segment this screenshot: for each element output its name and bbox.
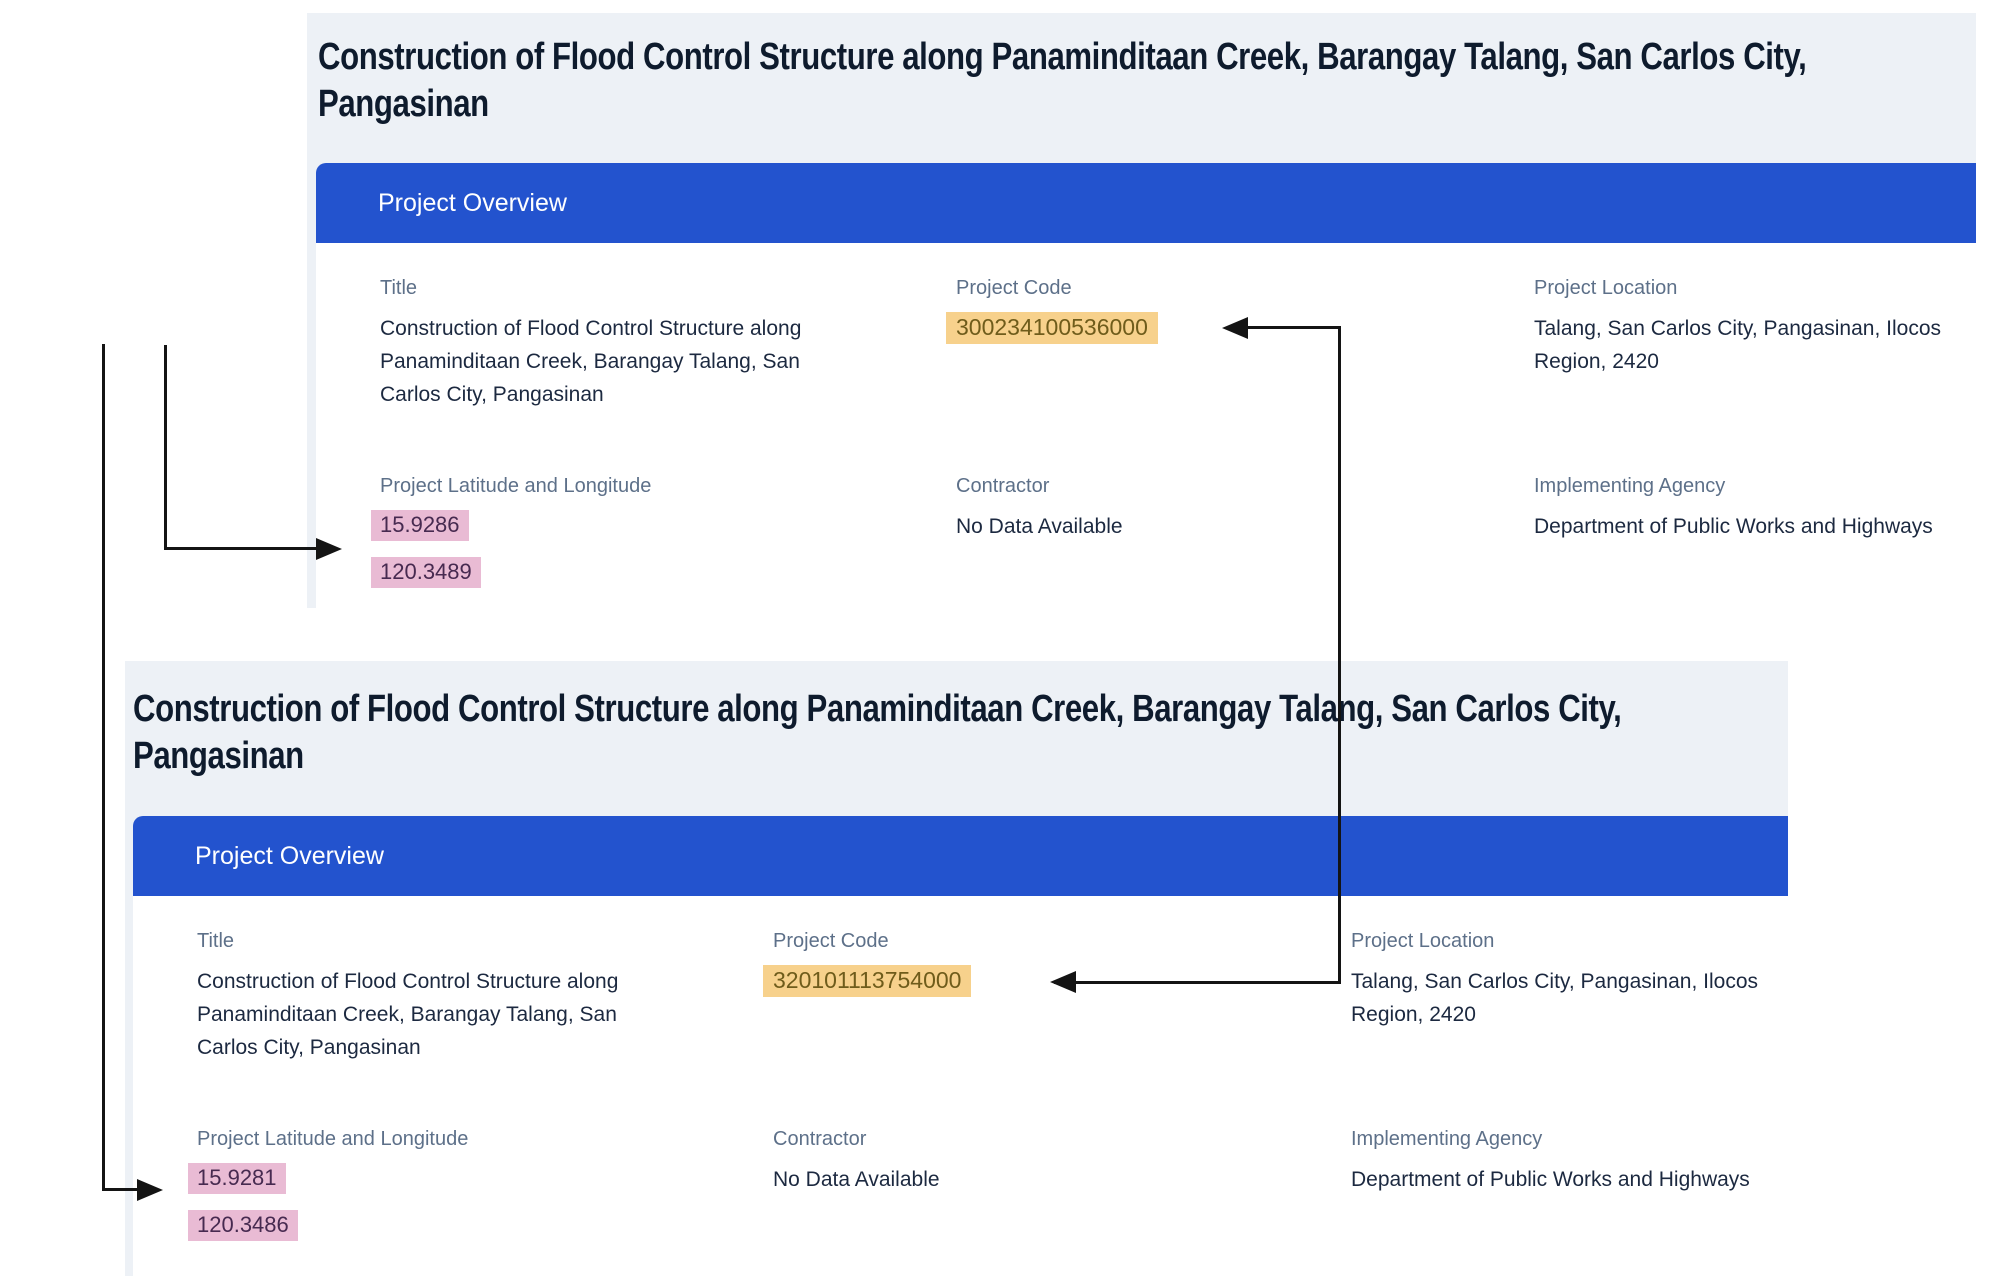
- arrowhead-left-icon: [1222, 317, 1248, 339]
- field-lat-long: Project Latitude and Longitude 15.9281 1…: [188, 1127, 773, 1257]
- longitude-row: 120.3489: [371, 557, 956, 588]
- project-title-heading: Construction of Flood Control Structure …: [318, 34, 1807, 128]
- longitude-row: 120.3486: [188, 1210, 773, 1241]
- card-header-title: Project Overview: [195, 841, 384, 870]
- field-label: Project Location: [1351, 930, 1495, 952]
- field-project-code: Project Code 300234100536000: [946, 276, 1534, 474]
- project-code-highlight: 320101113754000: [763, 965, 972, 997]
- field-grid: Title Construction of Flood Control Stru…: [371, 276, 1976, 604]
- field-project-location: Project Location Talang, San Carlos City…: [1351, 929, 1811, 1127]
- line-segment: [164, 547, 318, 550]
- field-label: Project Latitude and Longitude: [197, 1128, 469, 1150]
- longitude-highlight: 120.3489: [371, 557, 481, 588]
- longitude-highlight: 120.3486: [188, 1210, 298, 1241]
- field-value: 15.9281 120.3486: [188, 1163, 773, 1241]
- line-segment: [1054, 981, 1341, 984]
- field-value: Construction of Flood Control Structure …: [197, 970, 619, 1059]
- field-label: Implementing Agency: [1534, 475, 1726, 497]
- project-title-line: Construction of Flood Control Structure …: [133, 688, 1622, 730]
- field-project-location: Project Location Talang, San Carlos City…: [1534, 276, 1994, 474]
- field-value: Talang, San Carlos City, Pangasinan, Ilo…: [1351, 970, 1758, 1026]
- field-label: Project Location: [1534, 277, 1678, 299]
- field-project-code: Project Code 320101113754000: [763, 929, 1351, 1127]
- latitude-highlight: 15.9281: [188, 1163, 286, 1194]
- project-code-highlight: 300234100536000: [946, 312, 1158, 344]
- field-grid: Title Construction of Flood Control Stru…: [188, 929, 1788, 1257]
- project-overview-card: Project Overview Title Construction of F…: [133, 816, 1788, 1276]
- field-label: Title: [380, 277, 418, 299]
- project-title-line: Pangasinan: [318, 83, 489, 125]
- project-title-line: Pangasinan: [133, 735, 304, 777]
- field-label: Project Code: [773, 930, 889, 952]
- field-value: Talang, San Carlos City, Pangasinan, Ilo…: [1534, 317, 1941, 373]
- field-value: 15.9286 120.3489: [371, 510, 956, 588]
- field-value: Construction of Flood Control Structure …: [380, 317, 802, 406]
- field-label: Title: [197, 930, 235, 952]
- field-title: Title Construction of Flood Control Stru…: [197, 929, 773, 1127]
- latitude-highlight: 15.9286: [371, 510, 469, 541]
- field-label: Project Latitude and Longitude: [380, 475, 652, 497]
- field-value: No Data Available: [956, 515, 1123, 538]
- project-title-heading: Construction of Flood Control Structure …: [133, 686, 1622, 780]
- line-segment: [164, 345, 167, 550]
- field-contractor: Contractor No Data Available: [773, 1127, 1351, 1257]
- field-label: Implementing Agency: [1351, 1128, 1543, 1150]
- latitude-row: 15.9281: [188, 1163, 773, 1194]
- field-value: 300234100536000: [946, 312, 1534, 345]
- field-value: Department of Public Works and Highways: [1534, 515, 1933, 538]
- field-lat-long: Project Latitude and Longitude 15.9286 1…: [371, 474, 956, 604]
- card-body: Title Construction of Flood Control Stru…: [316, 243, 1976, 608]
- line-segment: [1338, 326, 1341, 984]
- project-section-top: Construction of Flood Control Structure …: [307, 13, 1976, 608]
- field-title: Title Construction of Flood Control Stru…: [380, 276, 956, 474]
- field-implementing-agency: Implementing Agency Department of Public…: [1351, 1127, 1811, 1257]
- card-body: Title Construction of Flood Control Stru…: [133, 896, 1788, 1276]
- field-value: Department of Public Works and Highways: [1351, 1168, 1750, 1191]
- card-header-title: Project Overview: [378, 188, 567, 217]
- latitude-row: 15.9286: [371, 510, 956, 541]
- project-section-bottom: Construction of Flood Control Structure …: [125, 661, 1788, 1276]
- card-header: Project Overview: [133, 816, 1788, 896]
- field-value: No Data Available: [773, 1168, 940, 1191]
- field-contractor: Contractor No Data Available: [956, 474, 1534, 604]
- field-label: Contractor: [956, 475, 1050, 497]
- project-overview-card: Project Overview Title Construction of F…: [316, 163, 1976, 608]
- field-label: Contractor: [773, 1128, 867, 1150]
- field-implementing-agency: Implementing Agency Department of Public…: [1534, 474, 1994, 604]
- field-label: Project Code: [956, 277, 1072, 299]
- arrowhead-right-icon: [137, 1179, 163, 1201]
- field-value: 320101113754000: [763, 965, 1351, 998]
- line-segment: [102, 1188, 139, 1191]
- line-segment: [102, 344, 105, 1190]
- line-segment: [1246, 326, 1341, 329]
- project-title-line: Construction of Flood Control Structure …: [318, 36, 1807, 78]
- arrowhead-right-icon: [316, 538, 342, 560]
- card-header: Project Overview: [316, 163, 1976, 243]
- arrowhead-left-icon: [1050, 971, 1076, 993]
